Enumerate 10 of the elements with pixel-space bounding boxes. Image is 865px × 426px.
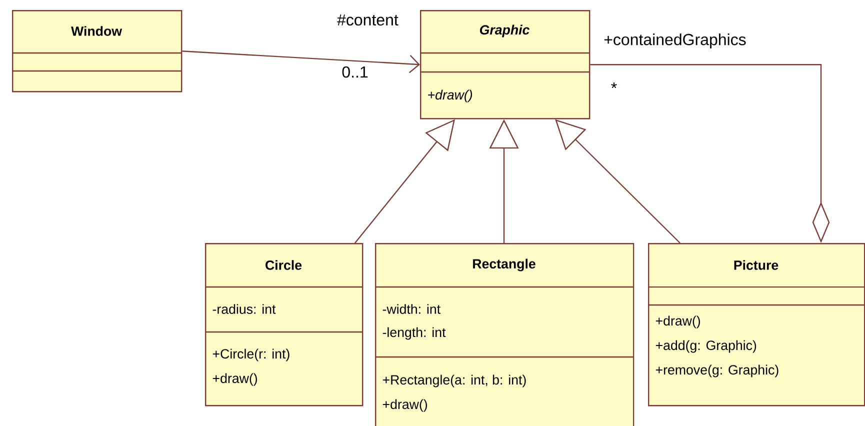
edge-label: +containedGraphics (602, 32, 748, 50)
class-box: Window (12, 10, 182, 92)
edge-label: #content (336, 13, 400, 27)
class-box: Rectangle -width: int -length: int +Rectangle(a: int, b: int) +draw() (375, 243, 634, 426)
multiplicity-label: * (611, 82, 617, 88)
multiplicity-label: 0..1 (342, 66, 368, 78)
association-arrow (182, 50, 420, 74)
class-box: Graphic +draw() (420, 10, 590, 120)
class-box: Picture +draw() +add(g: Graphic) +remove(g: Graphic) (648, 243, 865, 406)
class-box: Circle -radius: int +Circle(r: int) +draw() (205, 243, 364, 406)
